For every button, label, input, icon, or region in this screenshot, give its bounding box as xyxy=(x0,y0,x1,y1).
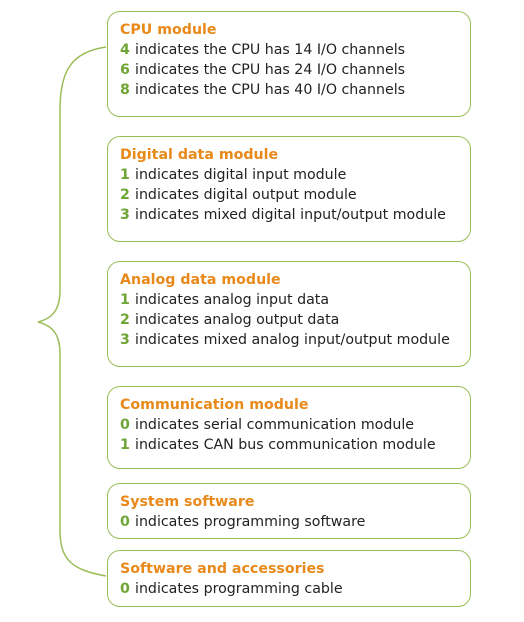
code-description: indicates mixed digital input/output mod… xyxy=(135,207,446,223)
list-item: 1 indicates analog input data xyxy=(120,290,470,310)
module-title: Analog data module xyxy=(120,272,281,288)
module-box-system-software: System software 0 indicates programming s… xyxy=(107,483,471,539)
code-description: indicates mixed analog input/output modu… xyxy=(135,332,450,348)
module-box-digital: Digital data module 1 indicates digital i… xyxy=(107,136,471,242)
code-digit: 0 xyxy=(120,417,130,433)
module-title: Communication module xyxy=(120,397,309,413)
module-box-cpu: CPU module 4 indicates the CPU has 14 I/O… xyxy=(107,11,471,117)
list-item: 4 indicates the CPU has 14 I/O channels xyxy=(120,40,470,60)
list-item: 0 indicates programming software xyxy=(120,512,470,532)
list-item: 0 indicates programming cable xyxy=(120,579,470,599)
code-digit: 2 xyxy=(120,312,130,328)
code-description: indicates the CPU has 14 I/O channels xyxy=(135,42,406,58)
code-description: indicates the CPU has 40 I/O channels xyxy=(135,82,406,98)
code-digit: 4 xyxy=(120,42,130,58)
grouping-brace xyxy=(37,46,107,577)
brace-path xyxy=(37,46,107,577)
list-item: 3 indicates mixed digital input/output mo… xyxy=(120,205,470,225)
module-box-analog: Analog data module 1 indicates analog inp… xyxy=(107,261,471,367)
code-description: indicates digital input module xyxy=(135,167,347,183)
list-item: 2 indicates digital output module xyxy=(120,185,470,205)
code-digit: 1 xyxy=(120,292,130,308)
code-digit: 3 xyxy=(120,207,130,223)
code-description: indicates analog output data xyxy=(135,312,340,328)
code-digit: 6 xyxy=(120,62,130,78)
code-digit: 8 xyxy=(120,82,130,98)
module-title: System software xyxy=(120,494,255,510)
code-digit: 0 xyxy=(120,581,130,597)
list-item: 1 indicates digital input module xyxy=(120,165,470,185)
code-digit: 2 xyxy=(120,187,130,203)
code-description: indicates programming cable xyxy=(135,581,343,597)
code-description: indicates serial communication module xyxy=(135,417,415,433)
list-item: 1 indicates CAN bus communication module xyxy=(120,435,470,455)
code-description: indicates digital output module xyxy=(135,187,357,203)
code-description: indicates programming software xyxy=(135,514,366,530)
code-digit: 1 xyxy=(120,167,130,183)
list-item: 0 indicates serial communication module xyxy=(120,415,470,435)
module-title: CPU module xyxy=(120,22,217,38)
code-digit: 0 xyxy=(120,514,130,530)
code-digit: 3 xyxy=(120,332,130,348)
module-title: Digital data module xyxy=(120,147,279,163)
list-item: 3 indicates mixed analog input/output mod… xyxy=(120,330,470,350)
list-item: 8 indicates the CPU has 40 I/O channels xyxy=(120,80,470,100)
list-item: 6 indicates the CPU has 24 I/O channels xyxy=(120,60,470,80)
code-description: indicates analog input data xyxy=(135,292,330,308)
code-description: indicates the CPU has 24 I/O channels xyxy=(135,62,406,78)
module-box-communication: Communication module 0 indicates serial c… xyxy=(107,386,471,469)
list-item: 2 indicates analog output data xyxy=(120,310,470,330)
module-box-software-accessories: Software and accessories 0 indicates prog… xyxy=(107,550,471,607)
code-digit: 1 xyxy=(120,437,130,453)
module-title: Software and accessories xyxy=(120,561,325,577)
code-description: indicates CAN bus communication module xyxy=(135,437,436,453)
